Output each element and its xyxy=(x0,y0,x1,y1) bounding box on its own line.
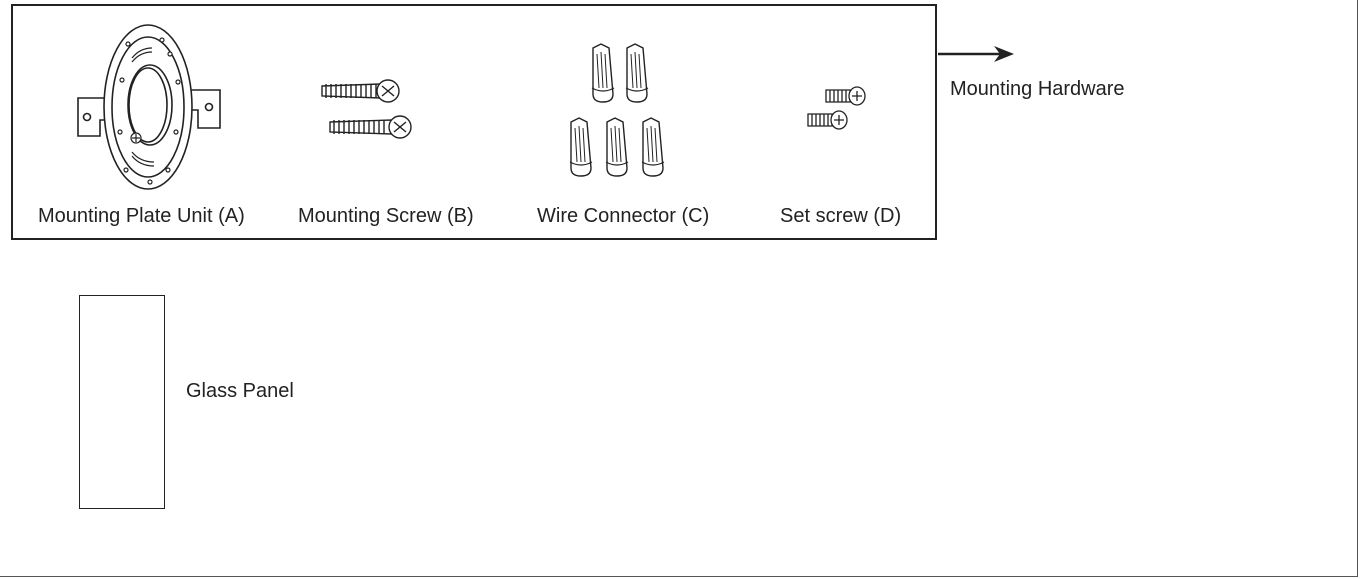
set-screw-icon xyxy=(807,86,866,130)
glass-panel-shape xyxy=(79,295,165,509)
part-label-mounting-screw: Mounting Screw (B) xyxy=(298,205,474,227)
part-label-wire-connector: Wire Connector (C) xyxy=(537,205,710,227)
part-label-mounting-plate: Mounting Plate Unit (A) xyxy=(38,205,245,227)
mounting-screw-icon xyxy=(321,79,412,139)
mounting-hardware-label: Mounting Hardware xyxy=(950,78,1125,100)
mounting-hardware-box xyxy=(11,4,937,240)
arrow-right-icon xyxy=(938,46,1014,62)
part-wire-connector xyxy=(555,40,675,180)
part-mounting-screw xyxy=(318,78,418,148)
part-set-screw xyxy=(804,84,874,134)
mounting-plate-icon xyxy=(77,24,221,190)
part-mounting-plate xyxy=(70,20,230,195)
part-label-set-screw: Set screw (D) xyxy=(780,205,902,227)
glass-panel-label: Glass Panel xyxy=(186,380,294,402)
wire-connector-icon xyxy=(569,43,665,177)
